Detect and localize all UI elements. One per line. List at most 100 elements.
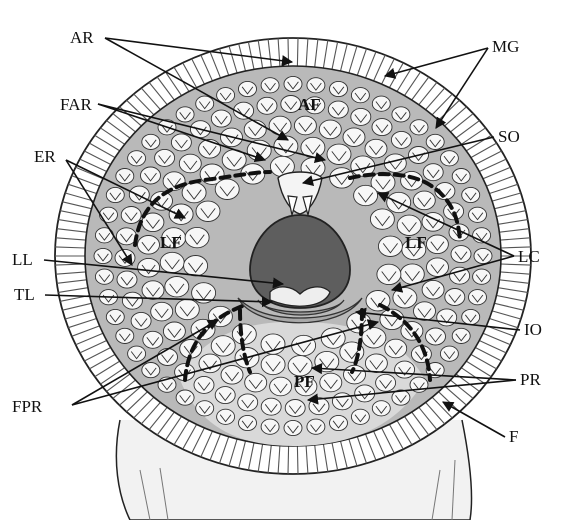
fimbria: [288, 446, 289, 474]
disc-tooth: [169, 204, 193, 224]
disc-tooth: [378, 236, 402, 256]
label-fpr: FPR: [12, 397, 43, 416]
disc-tooth: [163, 172, 185, 191]
disc-tooth: [199, 140, 221, 159]
disc-tooth: [410, 120, 428, 135]
field-label-lf-right: LF: [405, 233, 427, 252]
disc-tooth: [469, 290, 487, 305]
disc-tooth: [211, 336, 235, 356]
disc-tooth: [238, 394, 258, 411]
disc-tooth: [426, 235, 448, 254]
disc-tooth: [176, 390, 194, 405]
disc-tooth: [474, 248, 492, 263]
disc-tooth: [196, 201, 220, 221]
disc-tooth: [422, 280, 444, 299]
disc-tooth: [215, 387, 235, 404]
disc-tooth: [385, 339, 407, 358]
disc-tooth: [292, 335, 316, 355]
disc-tooth: [261, 354, 285, 374]
disc-tooth: [351, 409, 369, 424]
disc-tooth: [138, 258, 160, 277]
disc-tooth: [217, 88, 235, 103]
disc-tooth: [232, 324, 256, 344]
disc-tooth: [319, 120, 341, 139]
disc-tooth: [284, 420, 302, 435]
disc-tooth: [121, 207, 141, 224]
disc-tooth: [395, 361, 415, 378]
disc-tooth: [245, 373, 267, 392]
disc-tooth: [372, 401, 390, 416]
disc-tooth: [194, 376, 214, 393]
field-label-lf-left: LF: [160, 233, 182, 252]
disc-tooth: [462, 309, 480, 324]
disc-tooth: [163, 322, 185, 341]
disc-tooth: [392, 107, 410, 122]
disc-tooth: [176, 107, 194, 122]
disc-tooth: [284, 76, 302, 91]
disc-tooth: [196, 401, 214, 416]
disc-tooth: [445, 289, 465, 306]
disc-tooth: [370, 209, 394, 229]
disc-tooth: [423, 164, 443, 181]
disc-tooth: [106, 309, 124, 324]
disc-tooth: [351, 108, 371, 125]
disc-tooth: [261, 78, 279, 93]
disc-tooth: [440, 346, 458, 361]
disc-tooth: [261, 398, 281, 415]
disc-tooth: [106, 187, 124, 202]
label-er: ER: [34, 147, 56, 166]
disc-tooth: [129, 186, 149, 203]
disc-tooth: [452, 328, 470, 343]
disc-tooth: [128, 346, 146, 361]
disc-tooth: [377, 264, 401, 284]
disc-tooth: [160, 252, 184, 272]
fimbria: [297, 446, 298, 474]
disc-tooth: [244, 120, 266, 139]
disc-tooth: [185, 227, 209, 247]
disc-tooth: [365, 354, 387, 373]
disc-tooth: [142, 134, 160, 149]
label-ll: LL: [12, 250, 33, 269]
disc-tooth: [175, 299, 199, 319]
disc-tooth: [270, 377, 292, 396]
disc-tooth: [307, 419, 325, 434]
disc-tooth: [165, 277, 189, 297]
disc-tooth: [141, 167, 161, 184]
disc-tooth: [294, 116, 316, 135]
disc-tooth: [354, 185, 378, 205]
disc-tooth: [217, 409, 235, 424]
label-mg: MG: [492, 37, 519, 56]
disc-tooth: [239, 81, 257, 96]
disc-tooth: [142, 363, 160, 378]
label-pr: PR: [520, 370, 541, 389]
disc-tooth: [215, 179, 239, 199]
disc-tooth: [321, 328, 345, 348]
disc-tooth: [117, 271, 137, 288]
disc-tooth: [372, 96, 390, 111]
fimbria: [297, 38, 298, 66]
disc-tooth: [211, 110, 231, 127]
disc-tooth: [142, 281, 164, 300]
label-far: FAR: [60, 95, 92, 114]
label-so: SO: [498, 127, 520, 146]
disc-tooth: [155, 149, 175, 166]
disc-tooth: [221, 366, 243, 385]
disc-tooth: [151, 302, 173, 321]
disc-tooth: [330, 415, 348, 430]
disc-tooth: [414, 302, 436, 321]
field-label-pf: PF: [294, 372, 315, 391]
disc-tooth: [473, 269, 491, 284]
disc-tooth: [171, 134, 191, 151]
disc-tooth: [131, 312, 151, 329]
disc-tooth: [330, 81, 348, 96]
disc-tooth: [351, 88, 369, 103]
disc-tooth: [257, 97, 277, 114]
disc-tooth: [116, 169, 134, 184]
disc-tooth: [95, 269, 113, 284]
disc-tooth: [440, 151, 458, 166]
disc-tooth: [372, 119, 392, 136]
disc-tooth: [320, 373, 342, 392]
disc-tooth: [413, 191, 435, 210]
disc-tooth: [451, 246, 471, 263]
disc-tooth: [327, 144, 351, 164]
